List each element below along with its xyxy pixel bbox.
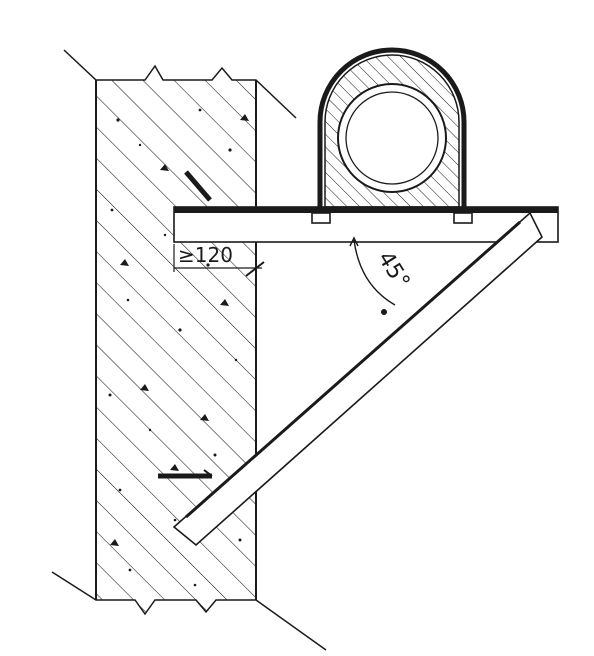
pipe-inner — [345, 91, 439, 185]
angle-label: 45° — [372, 247, 414, 293]
clamp-nut-right — [453, 212, 473, 224]
wall-body — [96, 66, 256, 614]
horizontal-support-arm — [173, 206, 559, 243]
diagonal-brace — [172, 211, 543, 547]
angle-annotation: 45° — [349, 236, 414, 306]
u-clamp-strap — [317, 47, 467, 212]
concrete-wall — [51, 49, 327, 651]
clamp-nut-left — [311, 212, 331, 224]
lower-anchor-bolt — [158, 469, 213, 479]
brace-connection-point — [381, 309, 387, 315]
embed-depth-tick — [245, 261, 265, 277]
angle-arc-arrow-top — [349, 236, 359, 247]
wall-top-break-line — [63, 49, 297, 119]
concrete-aggregate-dots — [108, 108, 249, 587]
angle-arc — [353, 239, 396, 306]
pipe-with-insulation — [311, 47, 473, 224]
embed-depth-label: ≥120 — [178, 243, 233, 267]
upper-anchor-bolt — [184, 170, 212, 202]
embed-depth-dimension: ≥120 — [173, 243, 265, 277]
wall-bottom-break-line — [51, 571, 327, 651]
